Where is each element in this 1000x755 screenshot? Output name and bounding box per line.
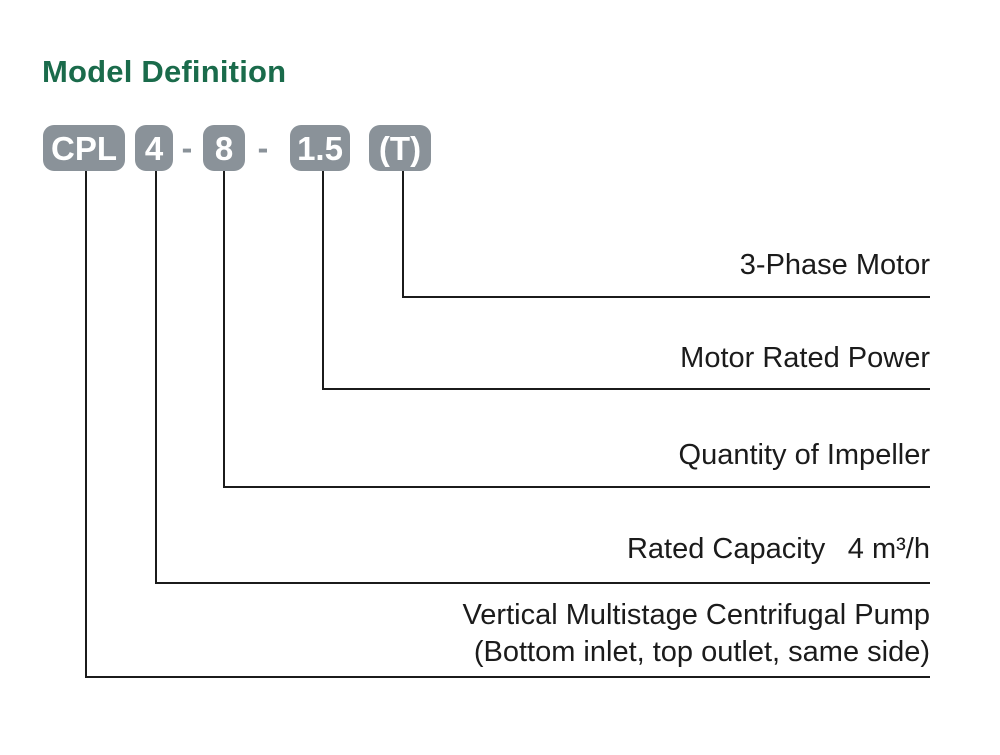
legend-capacity-label: Rated Capacity 4 m³/h — [626, 533, 930, 565]
connector-line-power-horizontal — [322, 388, 930, 390]
model-separator: - — [181, 130, 193, 166]
legend-series-line1: Vertical Multistage Centrifugal Pump — [462, 599, 930, 631]
legend-phase-label: 3-Phase Motor — [739, 249, 930, 281]
connector-line-impeller-vertical — [223, 171, 225, 488]
connector-line-prefix-horizontal — [85, 676, 930, 678]
model-segment-phase: (T) — [369, 125, 431, 171]
connector-line-prefix-vertical — [85, 171, 87, 678]
connector-line-capacity-horizontal — [155, 582, 930, 584]
connector-line-phase-horizontal — [402, 296, 930, 298]
model-segment-power: 1.5 — [290, 125, 350, 171]
connector-line-power-vertical — [322, 171, 324, 390]
page-title: Model Definition — [42, 54, 287, 89]
legend-series-label: Vertical Multistage Centrifugal Pump (Bo… — [463, 597, 930, 671]
model-segment-prefix: CPL — [43, 125, 125, 171]
legend-power-label: Motor Rated Power — [680, 342, 930, 374]
connector-line-phase-vertical — [402, 171, 404, 298]
legend-series-line2: (Bottom inlet, top outlet, same side) — [473, 636, 930, 668]
connector-line-impeller-horizontal — [223, 486, 930, 488]
model-separator: - — [257, 130, 269, 166]
model-segment-capacity: 4 — [135, 125, 173, 171]
connector-line-capacity-vertical — [155, 171, 157, 584]
model-segment-impeller: 8 — [203, 125, 245, 171]
legend-impeller-label: Quantity of Impeller — [678, 439, 930, 471]
